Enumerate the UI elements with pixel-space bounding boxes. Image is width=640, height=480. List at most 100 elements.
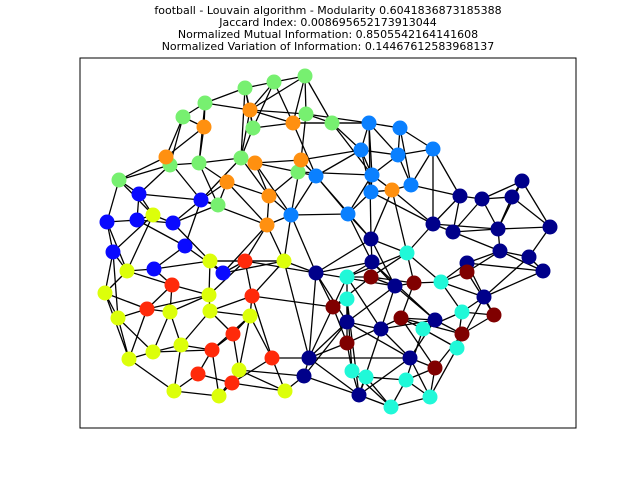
- graph-edge: [172, 222, 211, 262]
- graph-node-dark-red: [393, 310, 409, 326]
- graph-edge: [172, 204, 219, 224]
- graph-edge: [231, 382, 286, 392]
- graph-edge: [238, 369, 305, 377]
- graph-node-cyan: [454, 304, 470, 320]
- graph-node-sky-blue: [364, 167, 380, 183]
- graph-edge: [252, 81, 275, 129]
- graph-edge: [308, 306, 334, 359]
- graph-node-light-green: [197, 95, 213, 111]
- title-line-3: Normalized Mutual Information: 0.8505542…: [178, 28, 478, 41]
- graph-node-navy: [339, 314, 355, 330]
- graph-edge: [222, 224, 268, 274]
- graph-edge: [153, 260, 211, 270]
- graph-edge: [346, 285, 396, 323]
- graph-edge: [410, 184, 461, 197]
- graph-node-yellow: [110, 310, 126, 326]
- graph-node-sky-blue: [361, 115, 377, 131]
- graph-edge: [126, 270, 173, 286]
- graph-node-navy: [476, 289, 492, 305]
- graph-node-yellow: [201, 287, 217, 303]
- graph-edge: [112, 214, 154, 253]
- graph-node-red: [244, 288, 260, 304]
- graph-edge: [432, 223, 499, 230]
- title-line-4: Normalized Variation of Information: 0.1…: [162, 40, 495, 53]
- graph-edge: [315, 238, 372, 274]
- graph-node-navy: [402, 350, 418, 366]
- graph-edge: [315, 272, 348, 323]
- graph-node-yellow: [97, 285, 113, 301]
- graph-edge: [240, 109, 251, 159]
- graph-edge: [391, 189, 408, 254]
- graph-node-navy: [427, 312, 443, 328]
- graph-edge: [254, 159, 302, 164]
- graph-edge: [165, 126, 205, 158]
- graph-edge: [222, 260, 285, 274]
- graph-edge: [118, 156, 167, 181]
- graph-node-cyan: [449, 340, 465, 356]
- graph-edge: [126, 214, 154, 272]
- graph-node-red: [225, 326, 241, 342]
- graph-node-navy: [364, 254, 380, 270]
- graph-edge: [249, 109, 307, 115]
- graph-node-sky-blue: [390, 147, 406, 163]
- graph-edge: [118, 164, 171, 181]
- graph-edge: [292, 122, 317, 177]
- graph-edge: [128, 308, 148, 360]
- graph-node-yellow: [202, 253, 218, 269]
- graph-node-light-green: [210, 197, 226, 213]
- graph-edge: [173, 344, 182, 392]
- graph-edge: [308, 357, 360, 396]
- graph-edge: [136, 219, 186, 247]
- graph-edge: [370, 191, 434, 225]
- graph-node-blue: [129, 212, 145, 228]
- graph-edge: [104, 292, 130, 360]
- graph-node-yellow: [231, 362, 247, 378]
- graph-node-blue: [193, 192, 209, 208]
- graph-edge: [249, 75, 306, 111]
- graph-edge: [146, 294, 210, 310]
- graph-edge: [346, 276, 382, 330]
- graph-edge: [138, 193, 202, 201]
- nodes-layer: [97, 68, 558, 415]
- graph-edge: [240, 157, 270, 197]
- graph-node-orange: [247, 155, 263, 171]
- graph-node-blue: [177, 238, 193, 254]
- graph-edge: [315, 261, 373, 274]
- graph-edge: [332, 276, 372, 308]
- graph-node-red: [264, 350, 280, 366]
- graph-node-yellow: [145, 344, 161, 360]
- graph-edge: [128, 358, 175, 392]
- graph-node-blue: [105, 244, 121, 260]
- graph-node-navy: [445, 224, 461, 240]
- graph-node-light-green: [297, 68, 313, 84]
- graph-node-navy: [542, 219, 558, 235]
- graph-edge: [173, 390, 220, 397]
- graph-edge: [300, 149, 362, 161]
- graph-edge: [399, 127, 412, 186]
- graph-node-yellow: [162, 304, 178, 320]
- graph-node-navy: [387, 278, 403, 294]
- graph-node-dark-red: [427, 360, 443, 376]
- graph-node-red: [164, 277, 180, 293]
- graph-edge: [290, 175, 317, 216]
- graph-edge: [511, 196, 551, 228]
- graph-edge: [347, 174, 373, 215]
- graph-edge: [112, 251, 119, 319]
- graph-node-orange: [259, 217, 275, 233]
- title-line-1: football - Louvain algorithm - Modularit…: [154, 4, 501, 17]
- graph-node-dark-red: [459, 264, 475, 280]
- graph-node-sky-blue: [353, 142, 369, 158]
- graph-node-red: [139, 301, 155, 317]
- graph-node-yellow: [276, 253, 292, 269]
- graph-node-orange: [384, 182, 400, 198]
- graph-node-dark-red: [363, 269, 379, 285]
- graph-edge: [315, 272, 396, 287]
- graph-node-yellow: [242, 308, 258, 324]
- graph-edge: [497, 226, 551, 230]
- graph-node-dark-red: [486, 307, 502, 323]
- graph-edge: [251, 295, 273, 359]
- graph-node-sky-blue: [425, 141, 441, 157]
- graph-node-cyan: [415, 321, 431, 337]
- graph-edge: [290, 214, 317, 274]
- graph-edge: [452, 228, 499, 233]
